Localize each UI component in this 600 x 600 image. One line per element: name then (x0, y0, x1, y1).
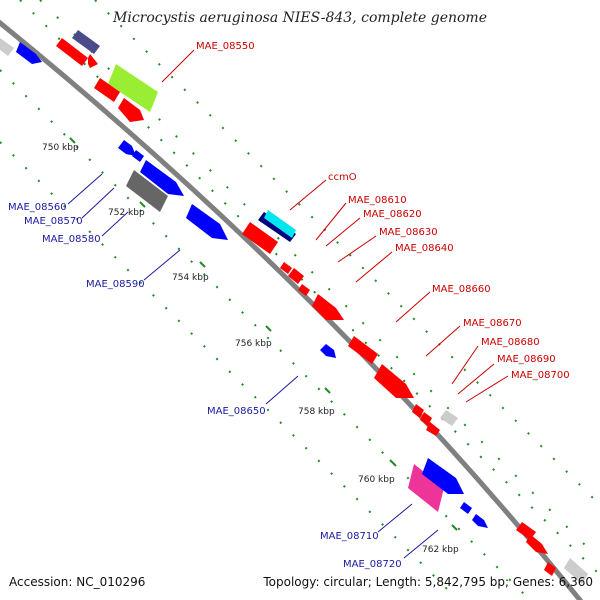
leader-mae-08550 (161, 49, 195, 83)
feature-red-9 (374, 364, 414, 398)
feature-blue-0 (16, 42, 42, 64)
gene-label-mae-08570: MAE_08570 (24, 216, 83, 227)
gene-label-ccmo: ccmO (328, 172, 357, 183)
guide-track-outer-1 (94, 0, 600, 506)
leader-mae-08580 (101, 211, 129, 237)
tick-label-762: 762 kbp (422, 545, 459, 555)
feature-red-ccmO (242, 222, 278, 254)
tick-752 (139, 201, 146, 208)
leader-mae-08590 (143, 249, 181, 281)
feature-blue-1 (118, 140, 136, 156)
feature-blue-8 (472, 514, 488, 528)
genome-title: Microcystis aeruginosa NIES-843, complet… (113, 10, 487, 26)
feature-red-4 (280, 262, 292, 274)
tick-label-756: 756 kbp (235, 339, 272, 349)
feature-red-15 (544, 562, 556, 576)
genome-summary-label: Topology: circular; Length: 5,842,795 bp… (263, 575, 593, 589)
tick-756 (265, 325, 272, 332)
gene-label-mae-08630: MAE_08630 (379, 227, 438, 238)
tick-label-750: 750 kbp (42, 143, 79, 153)
feature-red-8 (348, 336, 378, 364)
gene-label-mae-08720: MAE_08720 (343, 559, 402, 570)
feature-light-2 (564, 558, 588, 584)
leader-mae-08720 (403, 529, 439, 559)
feature-red-12 (426, 422, 440, 436)
feature-blue-2 (132, 150, 144, 162)
feature-red-14 (526, 534, 548, 554)
feature-light-1 (440, 410, 458, 426)
feature-blue-4 (186, 204, 228, 240)
leader-mae-08660 (395, 291, 431, 323)
feature-green (108, 64, 158, 112)
tick-marks (69, 137, 458, 531)
leader-mae-08710 (377, 503, 413, 533)
tick-750 (69, 137, 76, 144)
leader-mae-08680 (451, 345, 479, 385)
leader-mae-08650 (265, 375, 299, 405)
gene-label-mae-08690: MAE_08690 (497, 354, 556, 365)
reverse-features (0, 38, 488, 528)
leader-mae-08690 (457, 363, 495, 395)
accession-label: Accession: NC_010296 (9, 575, 146, 589)
feature-blue-5 (320, 344, 336, 358)
feature-red-6 (298, 284, 310, 296)
feature-purple (72, 30, 100, 54)
feature-red-1 (56, 38, 88, 66)
gene-label-mae-08660: MAE_08660 (432, 284, 491, 295)
feature-blue-7 (460, 502, 472, 514)
forward-features (56, 30, 588, 584)
gene-label-mae-08700: MAE_08700 (511, 370, 570, 381)
feature-red-7 (312, 294, 344, 320)
feature-red-3 (118, 98, 144, 122)
tick-758 (324, 387, 331, 394)
genome-backbone (0, 19, 584, 600)
gene-label-mae-08550: MAE_08550 (196, 41, 255, 52)
gene-label-mae-08560: MAE_08560 (8, 202, 67, 213)
gene-label-mae-08670: MAE_08670 (463, 318, 522, 329)
feature-cyan (264, 210, 296, 238)
leader-mae-08570 (81, 187, 115, 219)
feature-light-0 (0, 38, 14, 56)
gene-labels: MAE_08550 MAE_08560 MAE_08570 MAE_08580 … (8, 41, 570, 570)
leader-mae-08620 (325, 217, 361, 247)
leader-mae-08560 (67, 173, 103, 205)
feature-red-11 (420, 412, 432, 426)
gene-label-mae-08640: MAE_08640 (395, 243, 454, 254)
feature-blue-3 (140, 160, 184, 196)
gene-label-mae-08620: MAE_08620 (363, 209, 422, 220)
feature-gray (126, 170, 168, 212)
feature-red-1-head (88, 54, 98, 68)
feature-red-10 (412, 404, 424, 418)
tick-label-760: 760 kbp (358, 475, 395, 485)
forward-leader-lines (161, 49, 509, 403)
gene-label-mae-08580: MAE_08580 (42, 234, 101, 245)
leader-mae-08610 (315, 202, 347, 241)
tick-762 (451, 524, 458, 531)
tick-760 (389, 459, 396, 466)
leader-ccmo (289, 179, 327, 211)
leader-mae-08640 (355, 251, 393, 283)
feature-blue-6 (422, 458, 464, 494)
gene-label-mae-08650: MAE_08650 (207, 406, 266, 417)
feature-red-2 (94, 78, 120, 102)
gene-label-mae-08680: MAE_08680 (481, 337, 540, 348)
feature-magenta (408, 464, 444, 512)
tick-label-754: 754 kbp (172, 273, 209, 283)
reverse-leader-lines (67, 173, 439, 559)
tick-754 (199, 261, 206, 268)
gene-label-mae-08610: MAE_08610 (348, 195, 407, 206)
gene-label-mae-08590: MAE_08590 (86, 279, 145, 290)
leader-mae-08630 (337, 235, 377, 263)
leader-mae-08700 (465, 375, 509, 403)
gene-label-mae-08710: MAE_08710 (320, 531, 379, 542)
feature-red-5 (288, 268, 304, 284)
leader-mae-08670 (425, 325, 461, 357)
tick-label-758: 758 kbp (298, 407, 335, 417)
